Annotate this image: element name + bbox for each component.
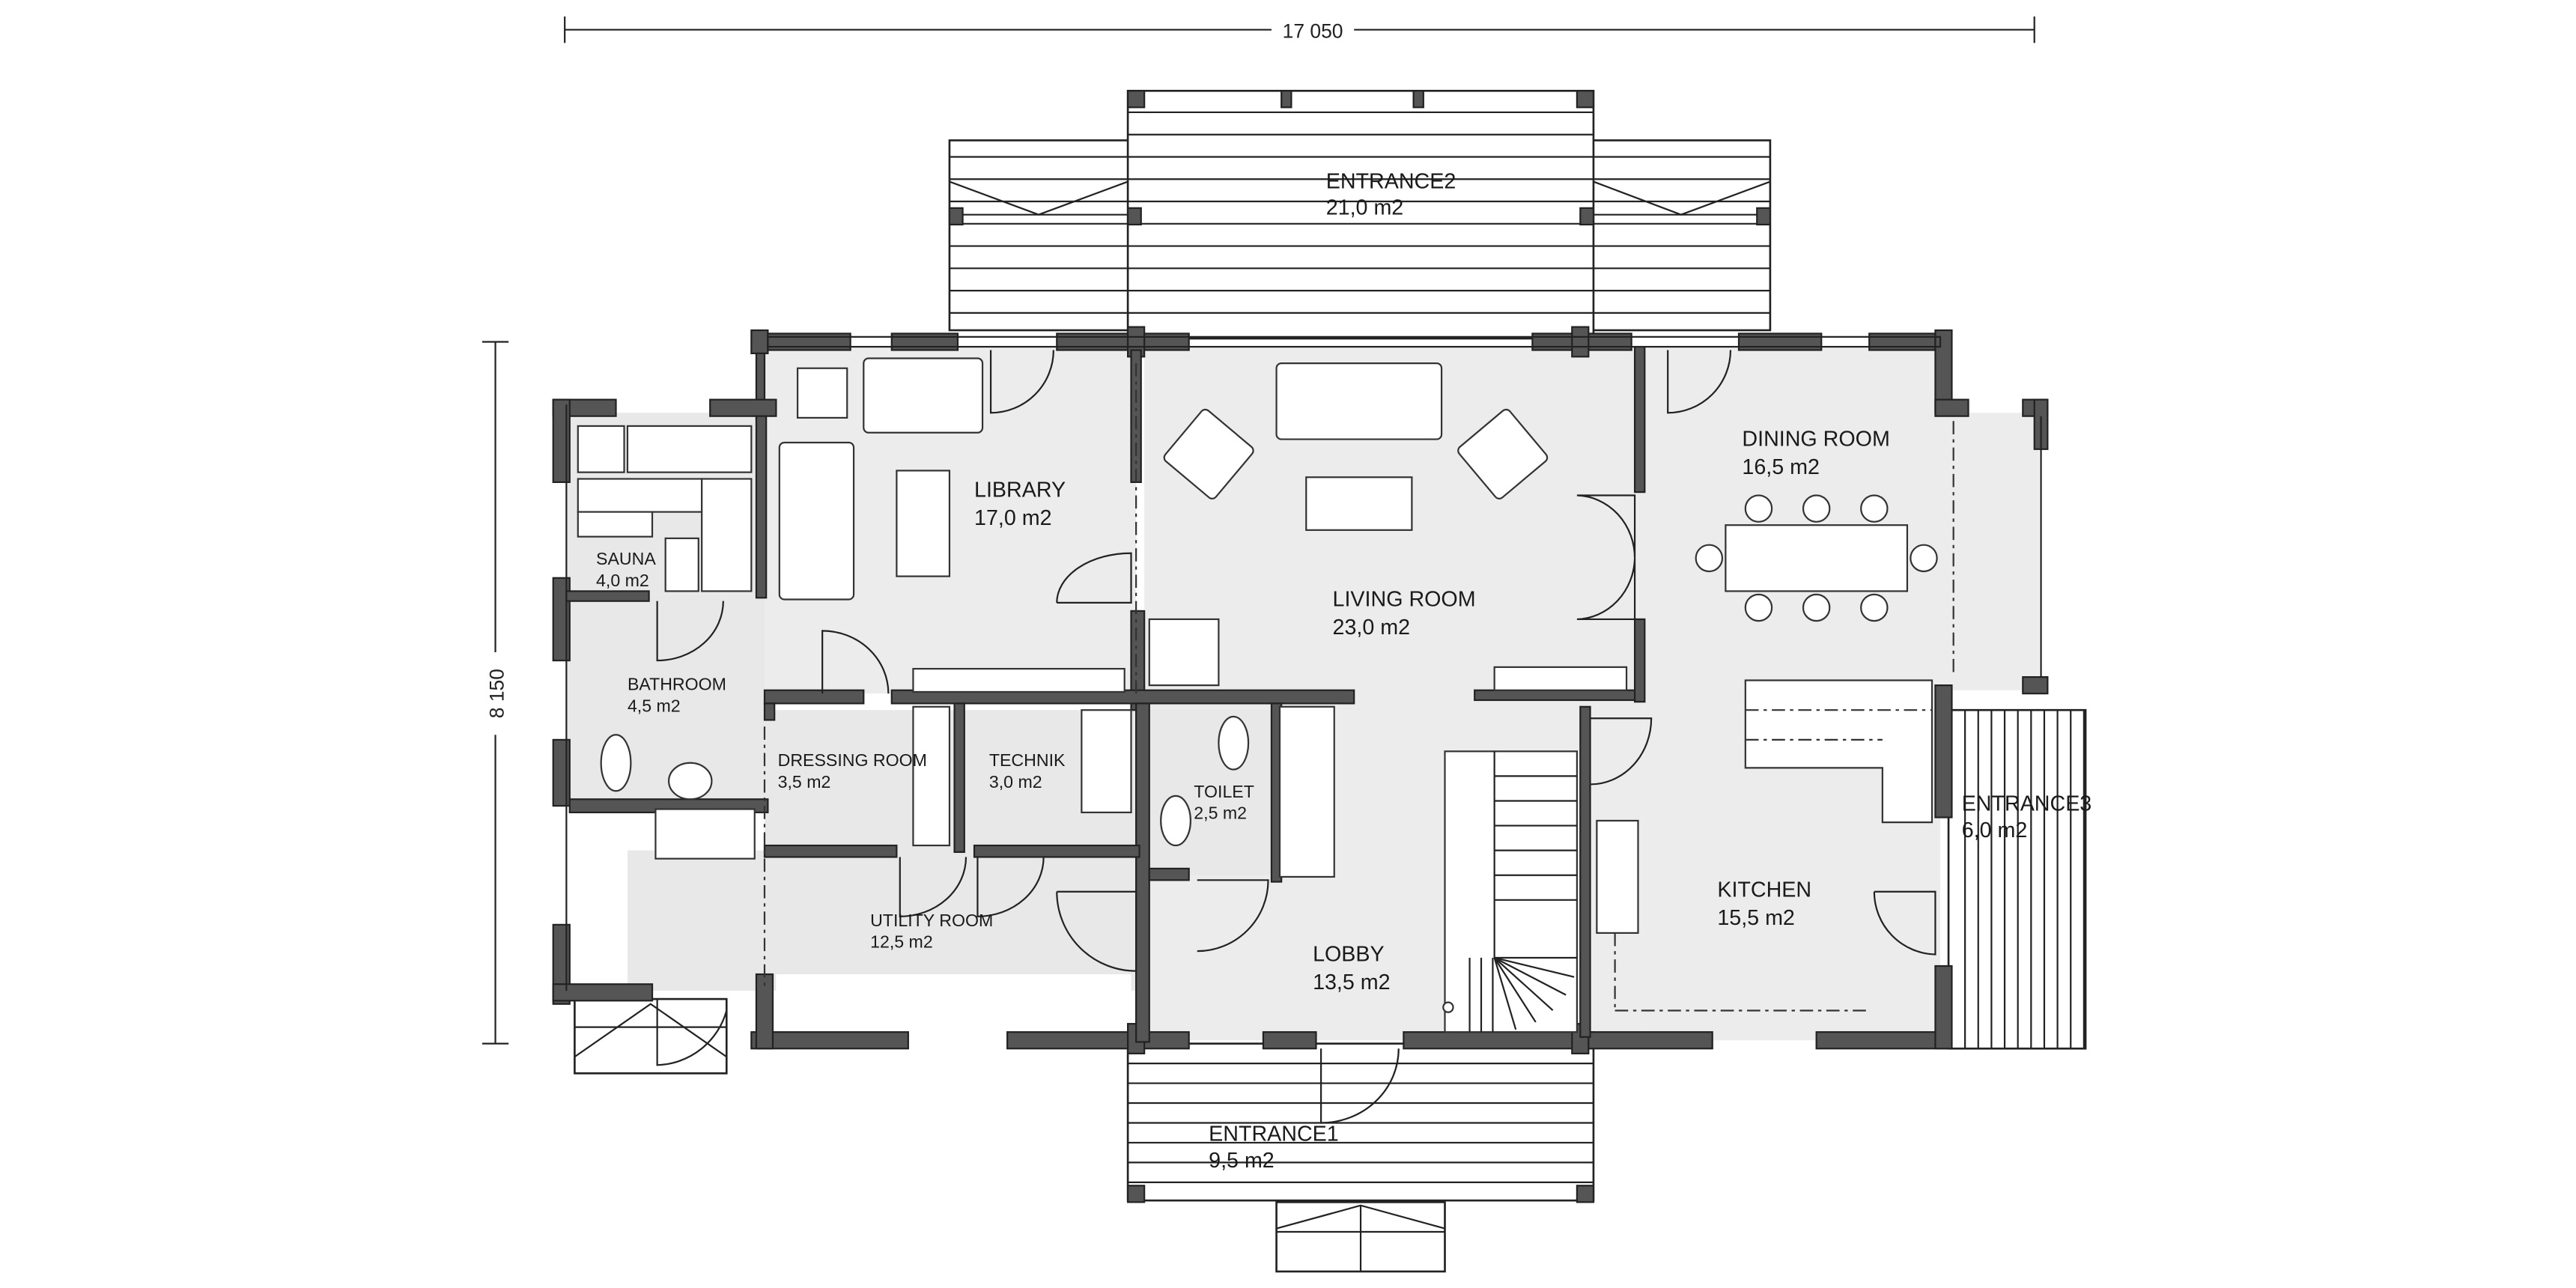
chair: [1744, 593, 1773, 622]
room-area: 4,5 m2: [628, 696, 681, 715]
chair: [1860, 593, 1889, 622]
doors: [656, 350, 1936, 1124]
room-area: 13,5 m2: [1313, 970, 1391, 994]
room-entrance1: ENTRANCE1 9,5 m2: [1209, 1123, 1339, 1173]
chair: [1695, 544, 1724, 573]
stair-step: [1494, 956, 1575, 978]
room-area: 23,0 m2: [1333, 616, 1411, 640]
chair: [1910, 544, 1938, 573]
room-area: 3,5 m2: [778, 772, 831, 792]
room-name: LIBRARY: [974, 479, 1066, 502]
room-area: 12,5 m2: [870, 932, 933, 952]
room-labels: ENTRANCE2 21,0 m2 LIBRARY 17,0 m2 SAUNA 4,0…: [596, 169, 2092, 1173]
stair-step: [1493, 957, 1517, 1030]
room-name: KITCHEN: [1717, 878, 1811, 902]
side-steps: [574, 997, 728, 1075]
room-sauna: SAUNA 4,0 m2: [596, 549, 656, 590]
room-area: 16,5 m2: [1742, 455, 1820, 479]
chair: [1802, 494, 1831, 523]
room-name: ENTRANCE1: [1209, 1123, 1339, 1146]
entrance3-deck: [1947, 708, 2087, 1050]
chair: [1744, 494, 1773, 523]
chair: [1802, 593, 1831, 622]
room-utility-room: UTILITY ROOM 12,5 m2: [870, 911, 993, 952]
room-library: LIBRARY 17,0 m2: [974, 479, 1066, 530]
height-dimension: 8 150: [482, 341, 509, 1045]
room-name: DRESSING ROOM: [778, 750, 927, 770]
width-dimension: 17 050: [564, 16, 2035, 43]
room-area: 4,0 m2: [596, 571, 649, 590]
room-area: 6,0 m2: [1962, 818, 2028, 842]
entrance1-deck: [1126, 1042, 1595, 1273]
room-area: 3,0 m2: [989, 772, 1042, 792]
room-name: BATHROOM: [628, 675, 726, 694]
room-area: 21,0 m2: [1326, 196, 1404, 220]
room-name: TOILET: [1194, 782, 1254, 801]
room-bathroom: BATHROOM 4,5 m2: [628, 675, 726, 716]
room-lobby: LOBBY 13,5 m2: [1313, 942, 1391, 994]
room-entrance2: ENTRANCE2 21,0 m2: [1326, 169, 1456, 219]
chair: [1860, 494, 1889, 523]
room-name: ENTRANCE2: [1326, 169, 1456, 193]
room-area: 15,5 m2: [1717, 906, 1795, 930]
room-name: SAUNA: [596, 549, 656, 568]
staircase: [1442, 750, 1578, 1033]
room-area: 17,0 m2: [974, 506, 1052, 530]
room-living-room: LIVING ROOM 23,0 m2: [1333, 587, 1476, 639]
room-kitchen: KITCHEN 15,5 m2: [1717, 878, 1811, 929]
stair-step: [1494, 956, 1567, 996]
walls: [552, 326, 2049, 1054]
room-name: TECHNIK: [989, 750, 1066, 770]
stair-step: [1493, 957, 1537, 1023]
room-name: UTILITY ROOM: [870, 911, 993, 930]
room-name: DINING ROOM: [1742, 427, 1889, 451]
width-dimension-label: 17 050: [1283, 20, 1343, 43]
furniture: [577, 357, 1954, 1012]
room-dining-room: DINING ROOM 16,5 m2: [1742, 427, 1889, 479]
room-area: 2,5 m2: [1194, 804, 1247, 823]
room-name: LOBBY: [1313, 942, 1385, 966]
room-name: LIVING ROOM: [1333, 587, 1476, 611]
entrance2-deck: [948, 89, 1772, 340]
height-dimension-label: 8 150: [486, 669, 508, 718]
room-name: ENTRANCE3: [1962, 792, 2092, 816]
room-area: 9,5 m2: [1209, 1149, 1275, 1173]
room-toilet: TOILET 2,5 m2: [1194, 782, 1254, 823]
stair-step: [1493, 957, 1554, 1011]
